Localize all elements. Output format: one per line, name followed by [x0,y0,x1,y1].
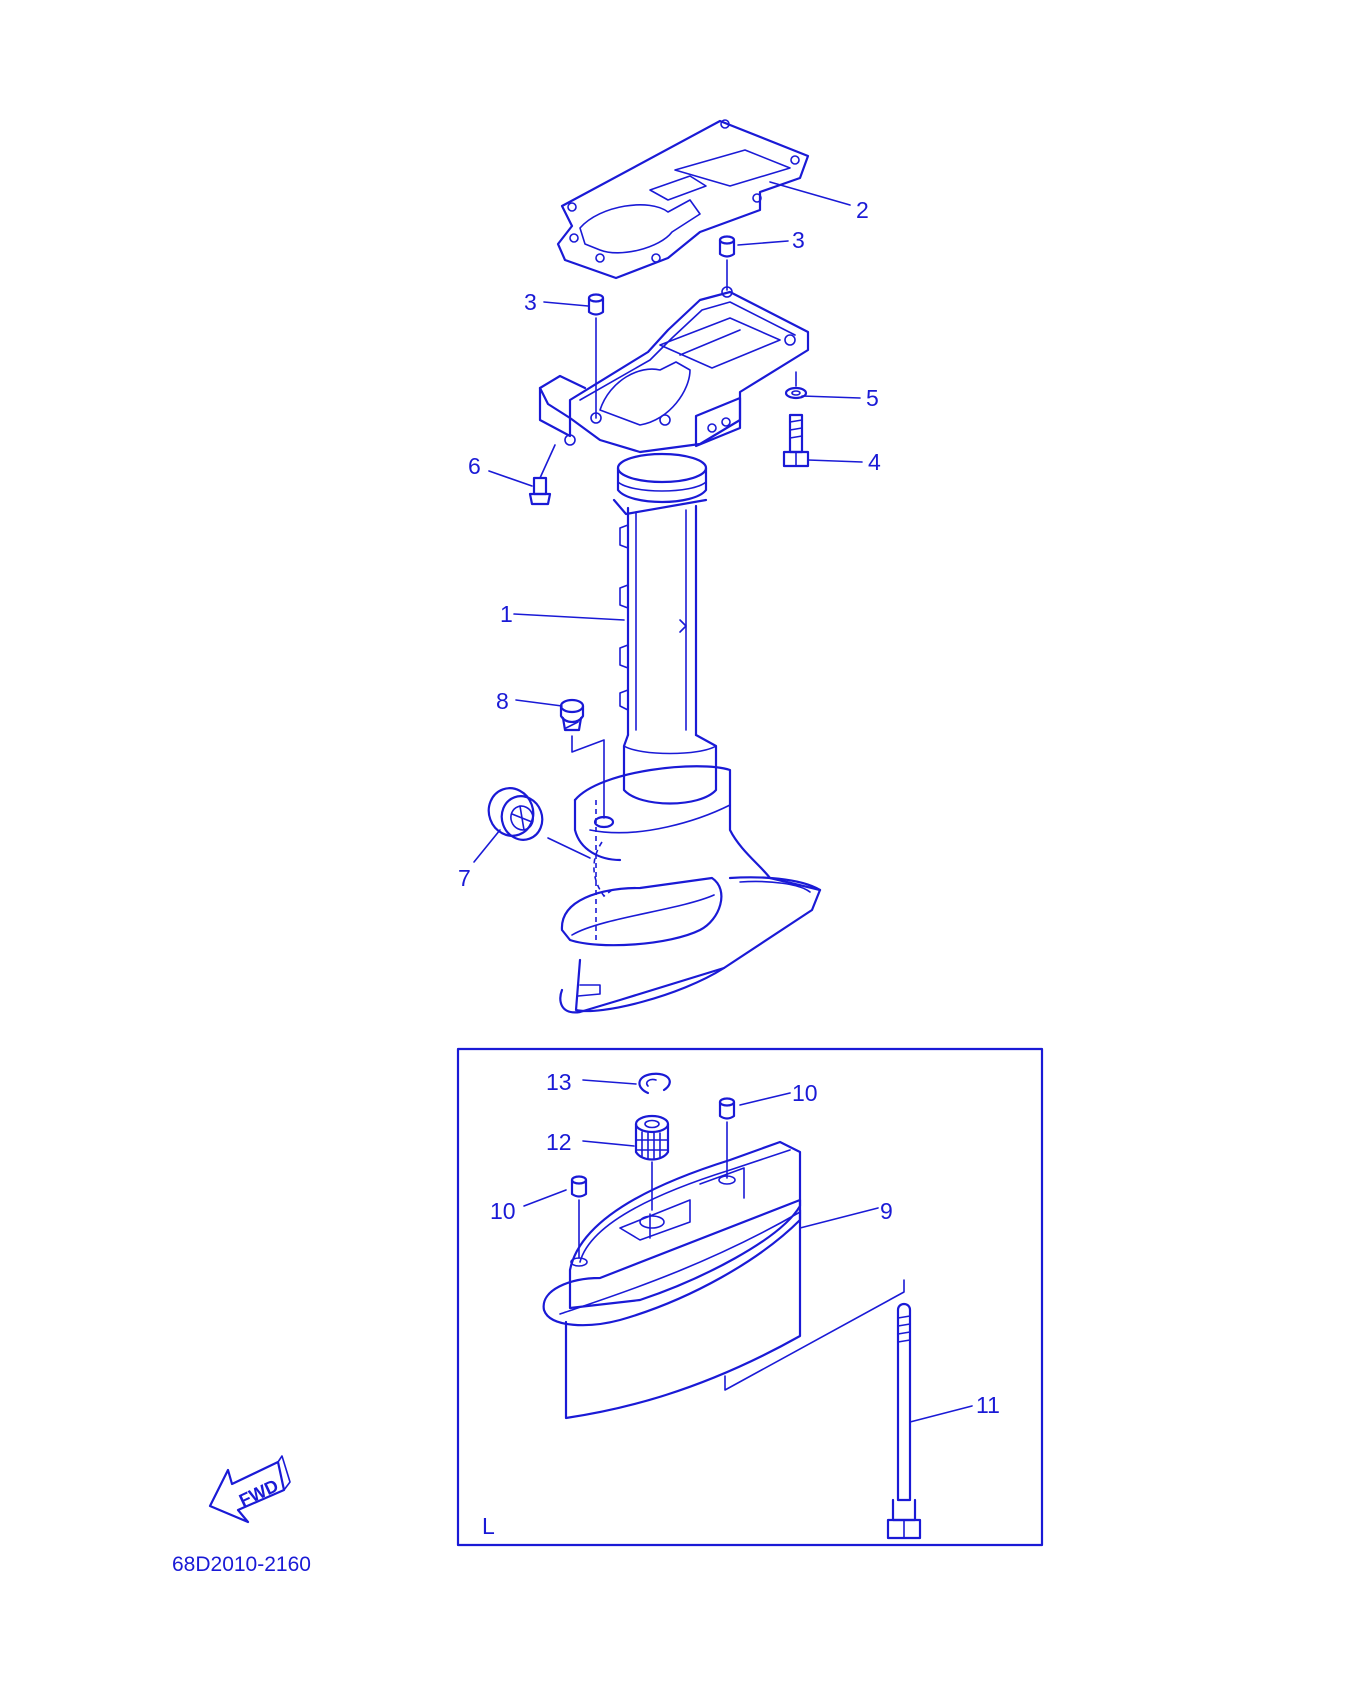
dowel-pin-part-10b [523,1175,588,1259]
label-part-7: 7 [458,865,471,891]
label-part-3b: 3 [792,227,805,253]
label-part-1: 1 [500,601,513,627]
label-part-3a: 3 [524,289,537,315]
label-part-12: 12 [546,1129,572,1155]
circlip-part-13 [582,1072,671,1095]
label-part-10a: 10 [792,1080,818,1106]
label-part-5: 5 [866,385,879,411]
label-part-6: 6 [468,453,481,479]
fwd-label: FWD [236,1475,282,1510]
dowel-pin-part-10a [718,1092,791,1179]
knurled-nut-part-12 [582,1114,670,1211]
label-part-9: 9 [880,1198,893,1224]
leader-lines-upper [473,181,863,863]
driveshaft-housing-part-1 [559,452,822,1014]
forward-arrow-icon: FWD [208,1455,291,1524]
upper-casing-mount [538,286,810,454]
label-part-10b: 10 [490,1198,516,1224]
part-code: 68D2010-2160 [172,1553,311,1576]
inset-frame [456,1047,1044,1547]
fitting-part-6 [528,444,556,506]
label-part-2: 2 [856,197,869,223]
extension-part-9 [542,1140,905,1420]
long-bolt-part-11 [886,1302,973,1540]
plug-part-8 [559,698,605,819]
inset-label: L [482,1513,495,1539]
grommet-part-7 [487,787,591,859]
label-part-11: 11 [976,1392,1000,1418]
label-part-13: 13 [546,1069,572,1095]
washer-part-5 [784,371,808,400]
label-part-8: 8 [496,688,509,714]
gasket-part-2 [556,119,810,280]
dowel-pin-part-3b [718,235,736,291]
dowel-pin-part-3a [587,293,605,419]
bolt-part-4 [782,413,810,468]
label-part-4: 4 [868,449,881,475]
